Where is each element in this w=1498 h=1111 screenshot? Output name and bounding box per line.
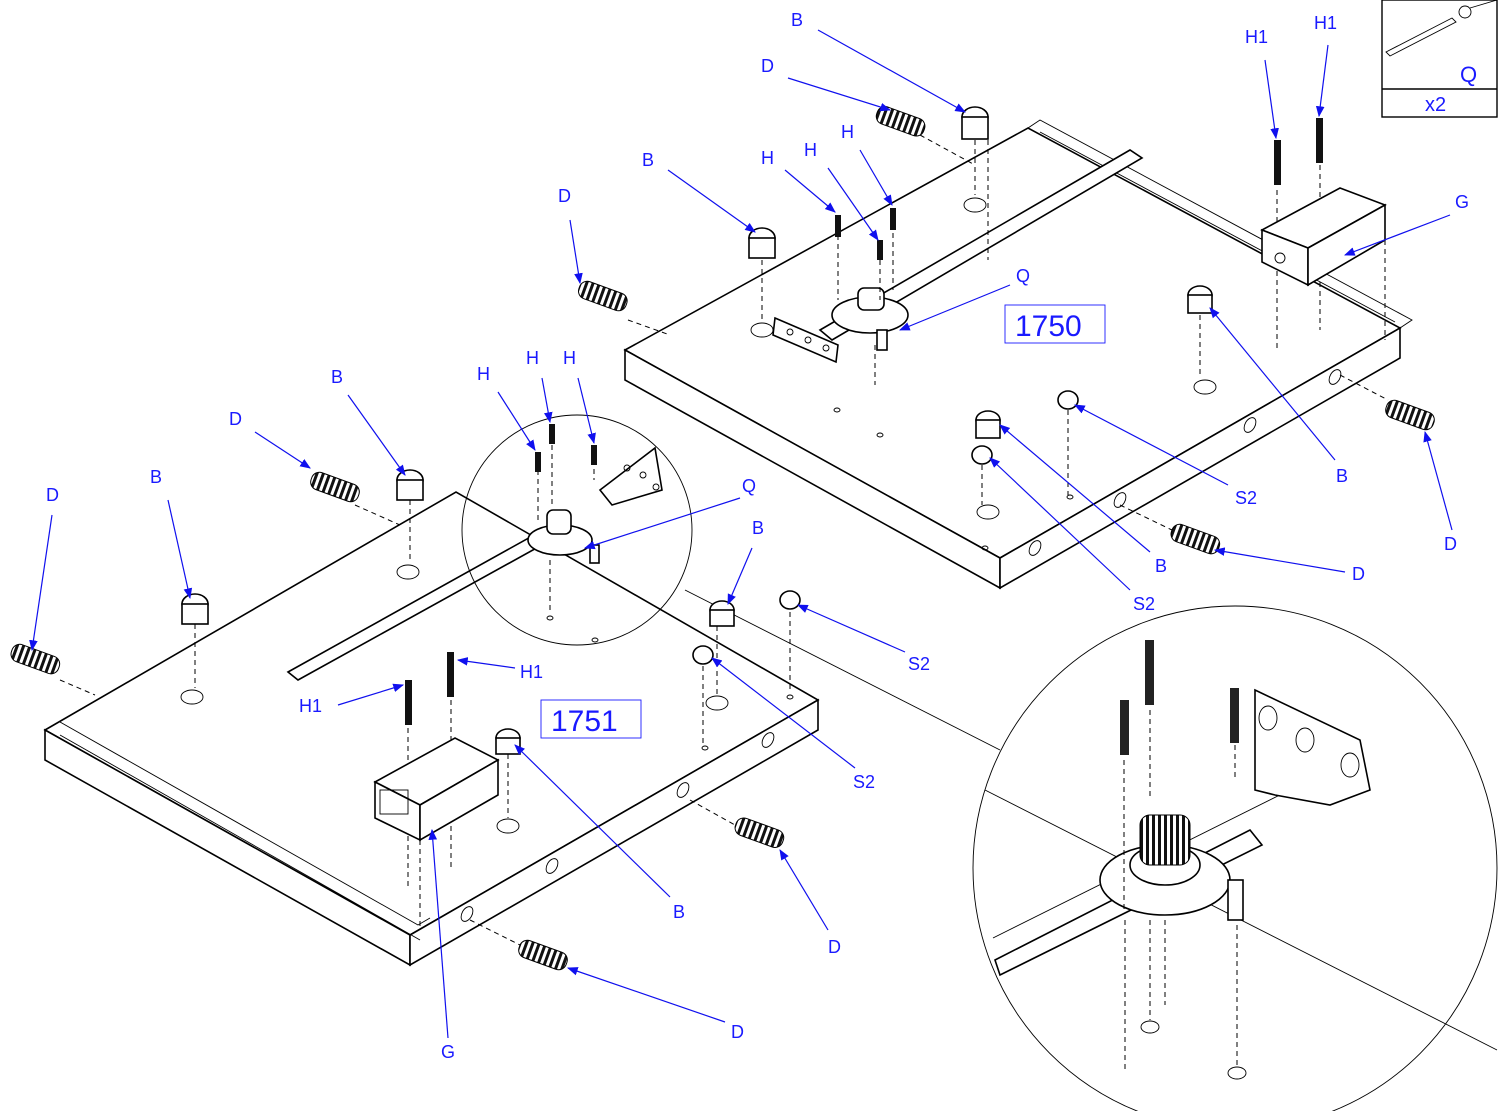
screw-h [549,424,555,444]
cam-lock-b [975,410,1001,439]
callout-label: B [791,10,803,30]
callout-label: H [526,348,539,368]
dowel-d [1385,399,1435,431]
callout-label: B [331,367,343,387]
part-number-1751: 1751 [551,705,618,738]
callout-label: B [1155,556,1167,576]
cam-lock-b [396,469,424,501]
cam-lock-b [495,728,521,755]
hinge-mechanism [527,446,663,564]
screw-h [877,240,883,260]
bracket-g [373,737,500,842]
detail-screw [1145,640,1154,705]
dowel-d [1170,523,1221,555]
callout-label: H1 [520,662,543,682]
screw-h [835,215,841,237]
callout-label: H1 [299,696,322,716]
callout-label: H1 [1245,27,1268,47]
screw-h [535,452,541,472]
cam-lock-b [181,593,209,625]
callout-label: S2 [1133,594,1155,614]
cam-bolt-s2 [779,590,801,610]
inset-label: Q [1460,62,1477,87]
callout-label: S2 [908,654,930,674]
callout-label: B [1336,466,1348,486]
panel-1750: 1750 [578,106,1435,590]
inset-quantity: x2 [1425,94,1446,116]
callouts: B D B D H H H H1 H1 G Q B S2 B S2 D D B [29,10,1469,1062]
callout-label: H [477,364,490,384]
cam-lock-b [961,106,989,140]
screw-h1 [1316,118,1323,163]
detail-screw [1120,700,1129,755]
cam-bolt-s2 [971,445,993,465]
callout-label: D [229,409,242,429]
callout-label: G [1455,192,1469,212]
callout-label: H [563,348,576,368]
panel-top-face [43,491,820,936]
screw-h [890,208,896,230]
callout-label: B [150,467,162,487]
callout-label: D [1444,534,1457,554]
callout-label: D [761,56,774,76]
panel-front-face [409,698,819,967]
callout-label: Q [742,476,756,496]
dowel-d [578,280,628,312]
callout-label: D [46,485,59,505]
strap-q [818,149,1144,341]
callout-label: S2 [853,772,875,792]
dowel-d [10,643,61,675]
cam-bolt-s2 [1057,390,1079,410]
dowel-d [875,106,926,137]
dowel-d [518,939,568,971]
screw-h1 [1274,140,1281,185]
callout-label: S2 [1235,488,1257,508]
callout-label: H1 [1314,13,1337,33]
inset-frame [1381,0,1498,118]
detail-screw [1230,688,1239,743]
callout-label: H [761,148,774,168]
panel-1751: 1751 [10,414,1001,971]
bracket-g [1260,187,1387,287]
hinge-detail-view [972,605,1498,1111]
callout-label: H [841,122,854,142]
part-number-1750: 1750 [1015,310,1082,343]
detail-circle [461,414,693,646]
cam-lock-b [709,600,735,627]
callout-label: B [642,150,654,170]
callout-label: H [804,140,817,160]
callout-label: Q [1016,266,1030,286]
callout-label: D [1352,564,1365,584]
callout-label: D [828,937,841,957]
screw-h1 [447,652,454,697]
dowel-d [310,471,360,503]
callout-label: B [673,902,685,922]
cam-lock-b [1187,285,1213,314]
cam-lock-b [748,227,776,259]
callout-label: G [441,1042,455,1062]
callout-label: D [558,186,571,206]
panel-front-face [999,326,1401,590]
callout-label: B [752,518,764,538]
knob [1139,814,1191,866]
dowel-d [734,817,785,848]
hinge-mechanism [772,287,909,364]
part-inset-box: Q x2 [1381,0,1498,118]
cam-bolt-s2 [692,645,714,665]
screw-h1 [405,680,412,725]
callout-label: D [731,1022,744,1042]
strap-icon [1385,0,1498,57]
screw-h [591,445,597,465]
